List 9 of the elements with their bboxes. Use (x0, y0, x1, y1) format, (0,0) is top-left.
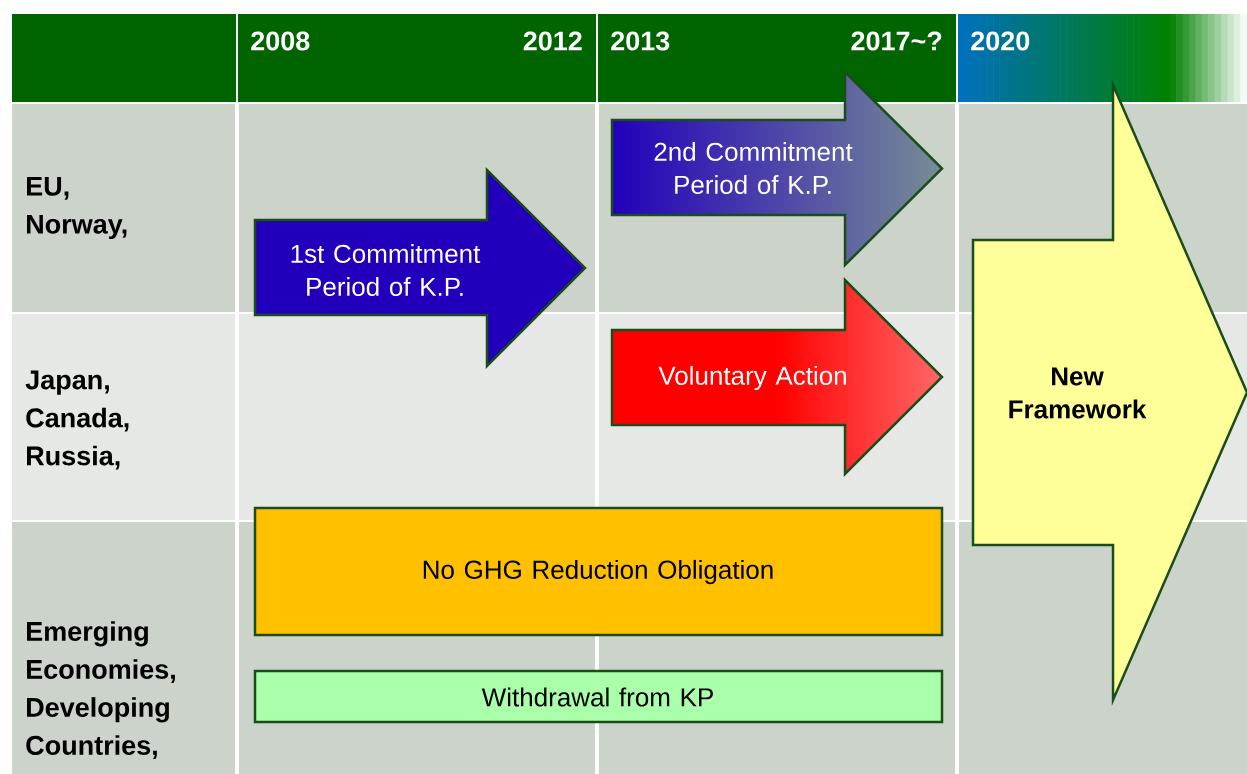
row-label: Emerging Economies, Developing Countries, (26, 621, 175, 759)
bar-box: No GHG Reduction Obligation (253, 506, 944, 637)
row-label: Japan, Canada, Russia, (25, 370, 129, 470)
bar-box: Withdrawal from KP (253, 669, 944, 724)
year-label: 2012 (523, 31, 582, 51)
row-label: EU, Norway, (27, 176, 127, 240)
year-label: 2020 (971, 31, 1030, 51)
year-label: 2017~? (851, 31, 942, 51)
year-label: 2008 (251, 31, 310, 51)
